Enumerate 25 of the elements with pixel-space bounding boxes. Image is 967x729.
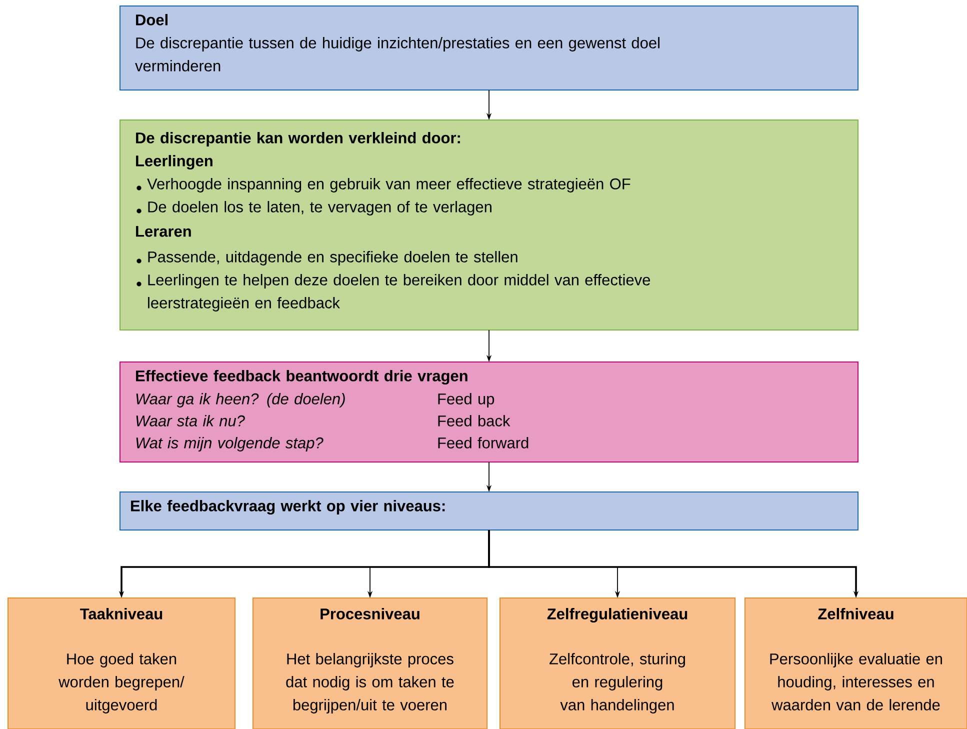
level-description: Persoonlijke evaluatie en houding, interesses en waarden van de lerende xyxy=(770,653,942,710)
question-text: Wat is mijn volgende stap? xyxy=(136,437,324,452)
level-title: Zelfregulatieniveau xyxy=(547,608,688,623)
heading: Leerlingen xyxy=(136,155,212,170)
heading: Leraren xyxy=(136,226,191,237)
level-title: Procesniveau xyxy=(320,608,420,620)
body-text: Feed back xyxy=(438,415,510,426)
level-description: Het belangrijkste proces dat nodig is om taken te begrijpen/uit te voeren xyxy=(286,653,454,714)
heading: Doel xyxy=(136,14,168,26)
level-description: Hoe goed taken worden begrepen/ uitgevoerd xyxy=(58,653,184,714)
question-text: Waar ga ik heen? (de doelen) xyxy=(136,393,345,408)
bullet-item: De doelen los te laten, te vervagen of te verlagen xyxy=(136,201,492,216)
level-title: Zelfniveau xyxy=(818,608,894,620)
bullet-item: Verhoogde inspanning en gebruik van meer effectieve strategieën OF xyxy=(136,178,630,192)
level-description: Zelfcontrole, sturing en regulering van handelingen xyxy=(550,653,685,714)
body-text: Feed forward xyxy=(438,437,528,448)
body-text: Feed up xyxy=(438,393,494,408)
heading: Elke feedbackvraag werkt op vier niveaus: xyxy=(131,500,445,515)
question-text: Waar sta ik nu? xyxy=(136,415,245,426)
bullet-item: Passende, uitdagende en specifieke doelen te stellen xyxy=(136,251,518,266)
heading: De discrepantie kan worden verkleind door: xyxy=(136,132,460,146)
bullet-item: Leerlingen te helpen deze doelen te bereiken door middel van effectieve leerstrategieën en feedback xyxy=(136,274,650,312)
heading: Effectieve feedback beantwoordt drie vragen xyxy=(136,370,468,385)
body-text: De discrepantie tussen de huidige inzichten/prestaties en een gewenst doel verminderen xyxy=(135,37,660,72)
level-title: Taakniveau xyxy=(80,608,162,620)
